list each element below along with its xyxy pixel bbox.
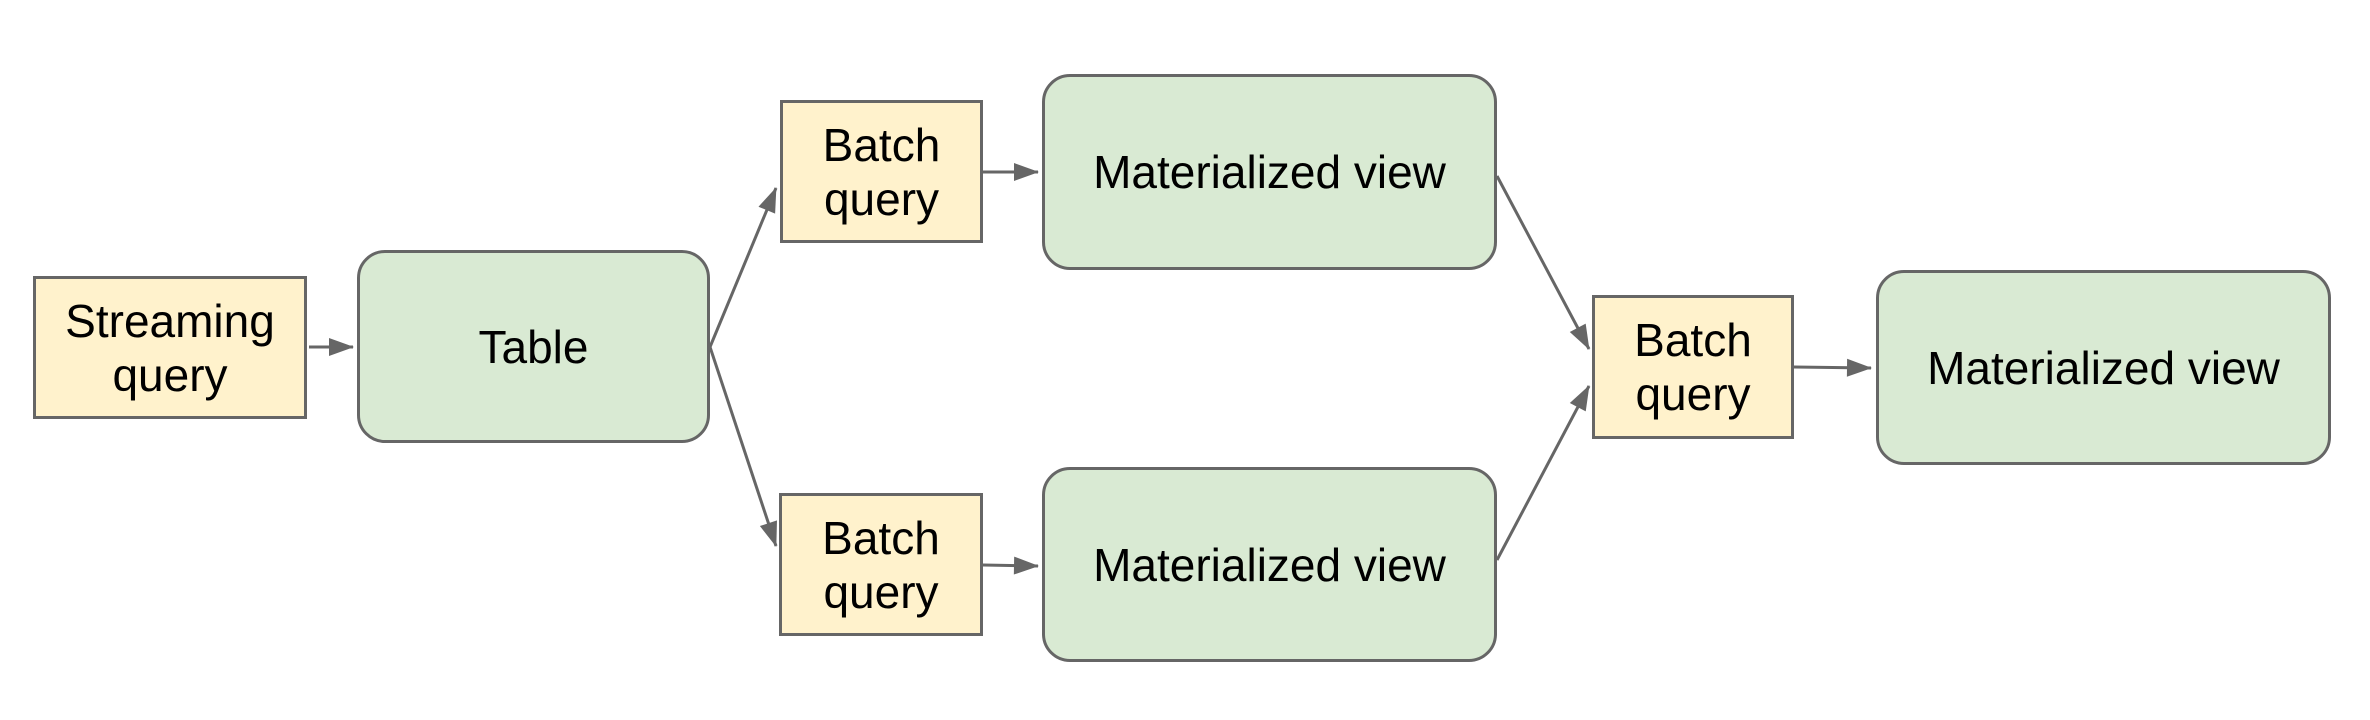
edge-batch-query-bottom-to-materialized-view-bottom: [982, 556, 1039, 575]
node-materialized-view-right-label: Materialized view: [1927, 341, 2280, 394]
node-batch-query-right: Batch query: [1592, 295, 1794, 439]
edge-materialized-view-top-to-batch-query-right: [1495, 175, 1591, 350]
edge-materialized-view-bottom-to-batch-query-right: [1495, 385, 1591, 561]
node-materialized-view-top-label: Materialized view: [1093, 146, 1446, 198]
node-batch-query-top: Batch query: [780, 100, 983, 243]
node-batch-query-bottom: Batch query: [779, 493, 983, 636]
node-batch-query-right-label: Batch query: [1634, 314, 1752, 420]
node-materialized-view-top: Materialized view: [1042, 74, 1497, 270]
node-table: Table: [357, 250, 710, 443]
node-materialized-view-right: Materialized view: [1876, 270, 2331, 465]
node-batch-query-bottom-label: Batch query: [822, 511, 940, 618]
node-streaming-query-label: Streaming query: [65, 294, 275, 401]
node-materialized-view-bottom: Materialized view: [1042, 467, 1497, 662]
node-materialized-view-bottom-label: Materialized view: [1093, 538, 1446, 591]
edge-table-to-batch-query-top: [708, 187, 778, 348]
edge-batch-query-right-to-materialized-view-right: [1793, 358, 1872, 377]
node-table-label: Table: [478, 320, 589, 373]
node-streaming-query: Streaming query: [33, 276, 307, 419]
edge-table-to-batch-query-bottom: [708, 346, 778, 547]
node-batch-query-top-label: Batch query: [822, 118, 941, 225]
